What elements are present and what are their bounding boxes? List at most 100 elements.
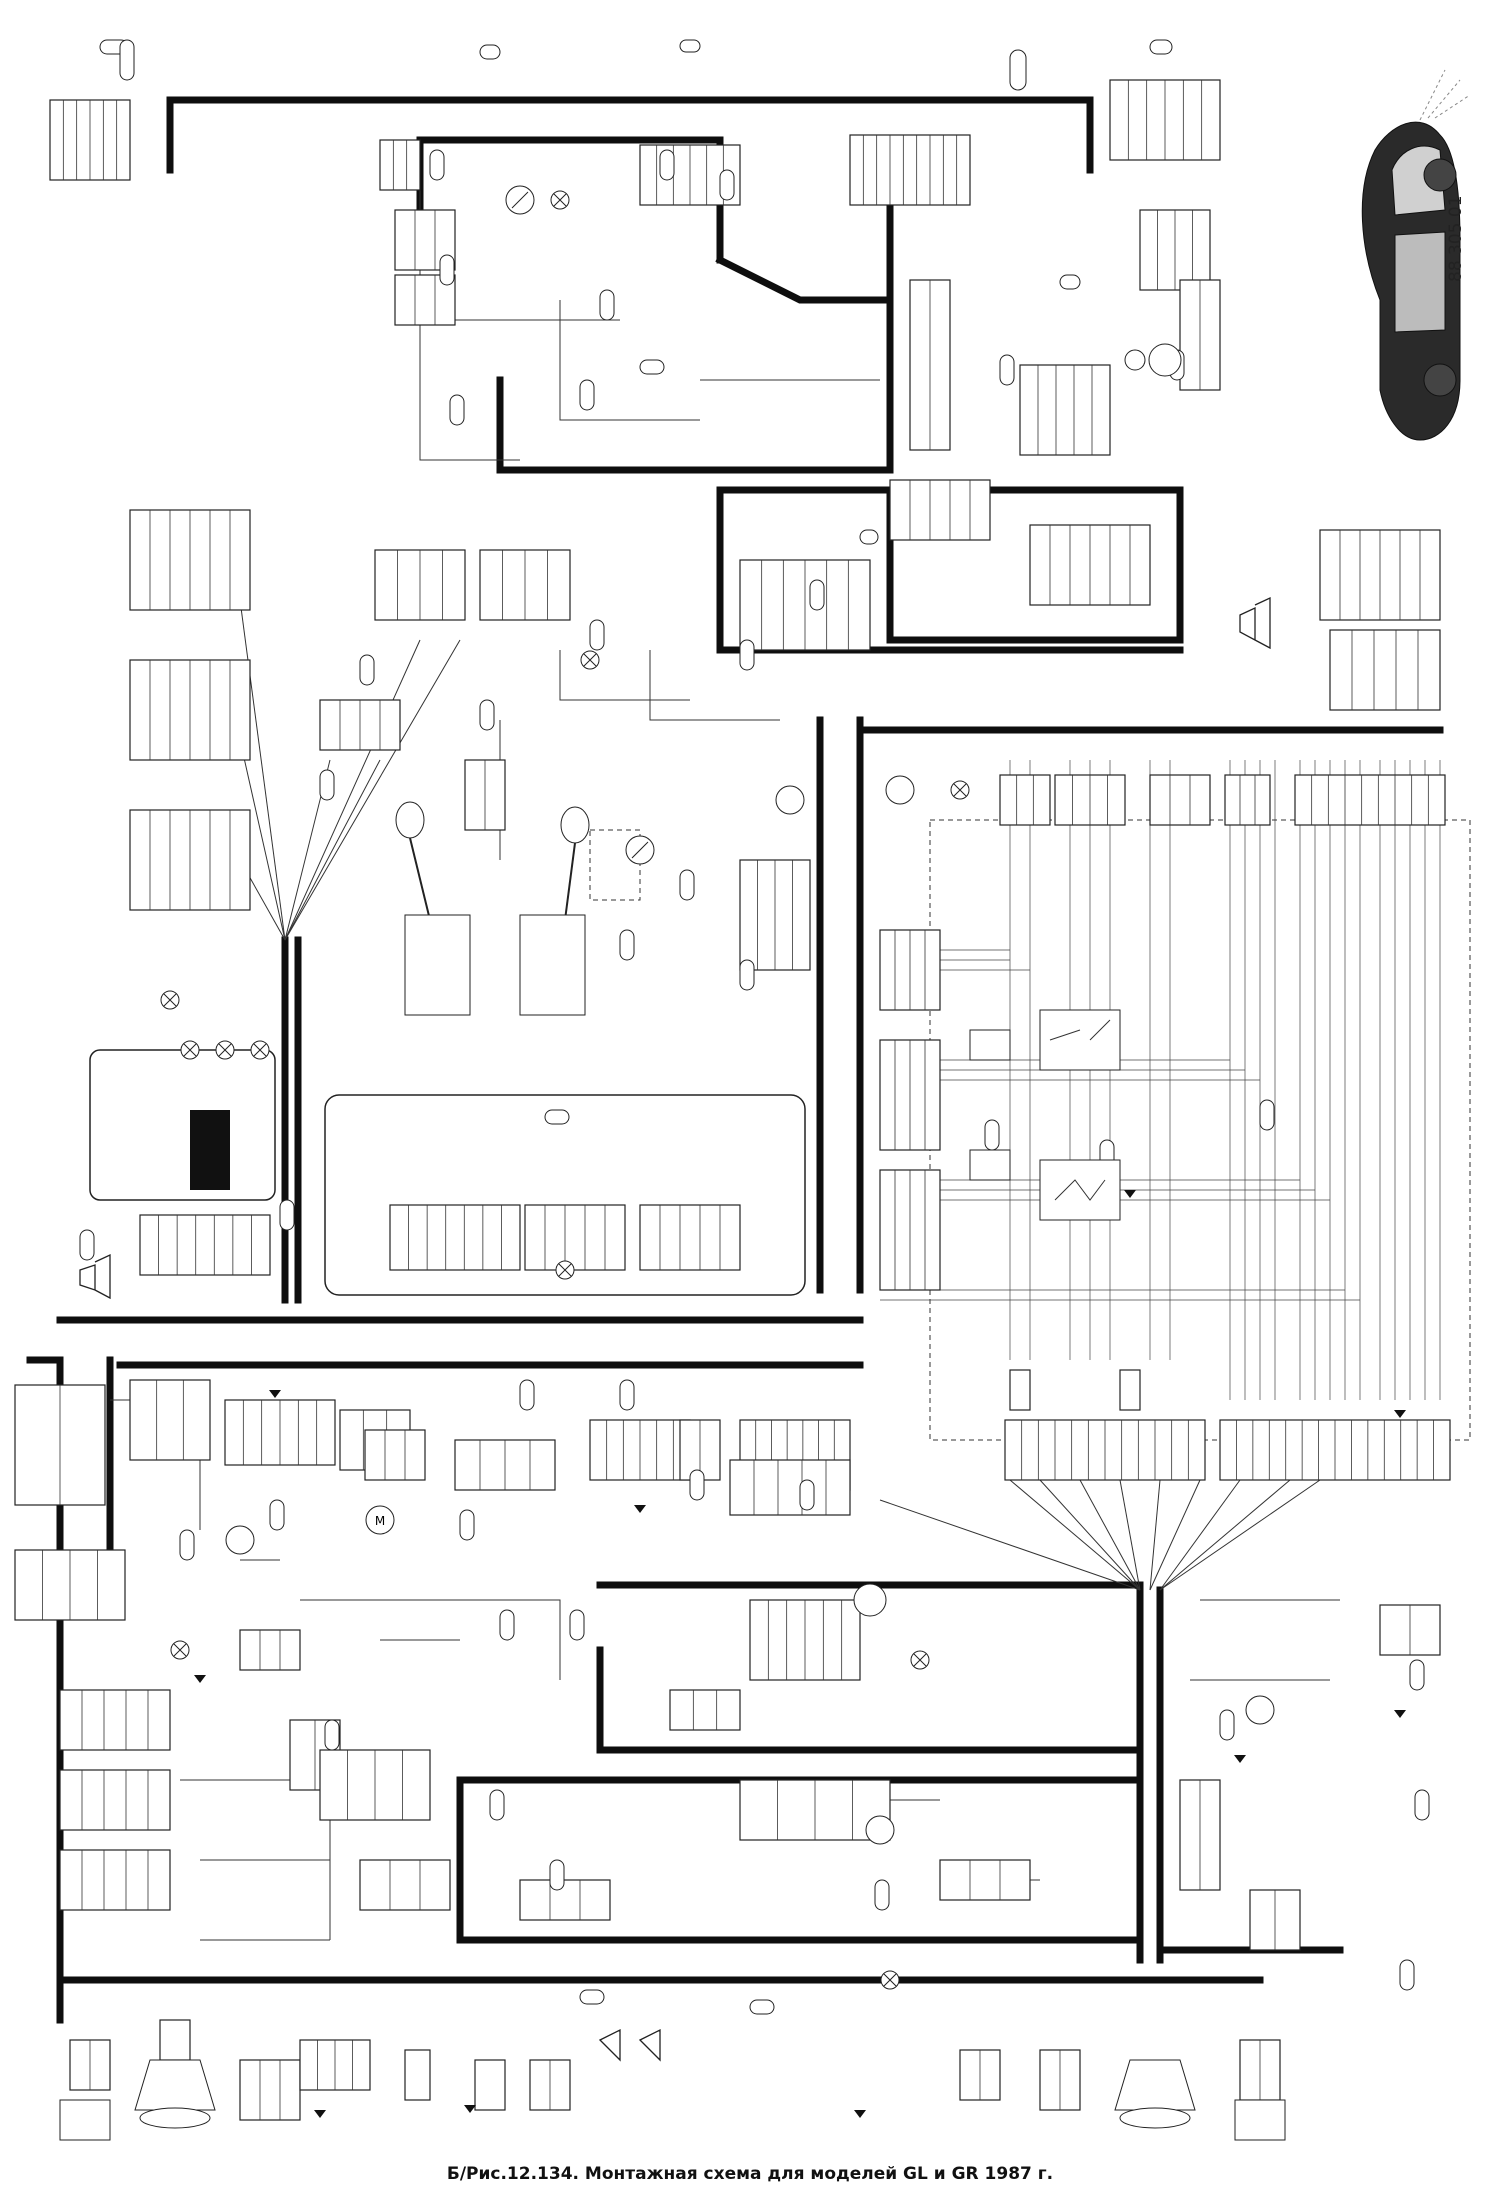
component-label (739, 639, 755, 671)
component-label (1009, 49, 1027, 91)
connector (939, 1859, 1031, 1901)
connector (1379, 1604, 1441, 1656)
component-label (449, 394, 465, 426)
component-label (659, 149, 675, 181)
component-label (179, 1529, 195, 1561)
component-label (799, 1479, 815, 1511)
connector (364, 1429, 426, 1481)
connector (1009, 1369, 1031, 1411)
component-label (589, 619, 605, 651)
connector (319, 699, 401, 751)
main-harness (26, 96, 1444, 2024)
component-label (519, 1379, 535, 1411)
component-label (569, 1609, 585, 1641)
connector (14, 1384, 106, 1506)
connector (849, 134, 971, 206)
ground-icon (1394, 1410, 1406, 1418)
control-unit-boundary (929, 819, 1471, 1441)
figure-caption: Б/Рис.12.134. Монтажная схема для моделе… (446, 2164, 1054, 2184)
component-label (459, 1509, 475, 1541)
connector (1179, 279, 1221, 391)
connector-left-2 (129, 659, 251, 761)
horn-icon (79, 596, 1271, 2062)
component-label (689, 1469, 705, 1501)
component-label (359, 654, 375, 686)
connector (404, 2049, 431, 2101)
wiring-lines (110, 180, 1441, 1941)
connector (379, 139, 421, 191)
connector (454, 1439, 556, 1491)
lamp-icon (180, 1040, 200, 1060)
connector-left-1 (129, 509, 251, 611)
component-label (1414, 1789, 1430, 1821)
connector (359, 1859, 451, 1911)
connector (639, 1204, 741, 1271)
connector (889, 479, 991, 541)
connector (959, 2049, 1001, 2101)
connector (879, 1169, 941, 1291)
component-label (429, 149, 445, 181)
lamp-icon (580, 650, 600, 670)
component-label (679, 39, 701, 53)
component-label (1149, 39, 1173, 55)
connector (239, 2059, 301, 2121)
component-label (639, 359, 665, 375)
lamp-icon (250, 1040, 270, 1060)
component-label (439, 254, 455, 286)
component-label (739, 959, 755, 991)
reference-code: 88 305 01 (1446, 195, 1466, 282)
component-label (1259, 1099, 1275, 1131)
connector (1054, 774, 1126, 826)
connector (1219, 1419, 1451, 1481)
connector (1119, 1369, 1141, 1411)
lamp-icon (215, 1040, 235, 1060)
connector (59, 1769, 171, 1831)
connector (519, 1879, 611, 1921)
connector (59, 1689, 171, 1751)
connector (464, 759, 506, 831)
ground-icon (269, 1390, 281, 1398)
component-label (874, 1879, 890, 1911)
ground-icon (1124, 1190, 1136, 1198)
connector (749, 1599, 861, 1681)
connector (999, 774, 1051, 826)
connector (14, 1549, 126, 1621)
connector (1029, 524, 1151, 606)
component-label (544, 1109, 570, 1125)
connector (739, 559, 871, 651)
connector (69, 2039, 111, 2091)
connector (909, 279, 951, 451)
connector (739, 859, 811, 971)
connector (1149, 774, 1211, 826)
lamp-icon (550, 190, 570, 210)
connector (589, 1419, 691, 1481)
instrument-panel-outline (324, 1094, 806, 1296)
connector (159, 2019, 191, 2061)
connector (1139, 209, 1211, 291)
lamp-icon (880, 1970, 900, 1990)
component-label (119, 39, 135, 81)
component-label (324, 1719, 340, 1751)
headlamp-icons (59, 2059, 1286, 2141)
motor-icon: M (365, 343, 1182, 1617)
component-label (1409, 1659, 1425, 1691)
ground-icon (464, 2105, 476, 2113)
connector (474, 2059, 506, 2111)
lamps (160, 190, 970, 1990)
component-label (1059, 274, 1081, 290)
connector (524, 1204, 626, 1271)
ground-icon (634, 1505, 646, 1513)
component-label (279, 1199, 295, 1231)
ground-icon (854, 2110, 866, 2118)
connector (1004, 1419, 1206, 1481)
connector (1179, 1779, 1221, 1891)
component-label (984, 1119, 1000, 1151)
component-label (79, 1229, 95, 1261)
ground-icon (314, 2110, 326, 2118)
component-label (579, 1989, 605, 2005)
lamp-icon (160, 990, 180, 1010)
connector (319, 1749, 431, 1821)
component-label (269, 1499, 285, 1531)
switch-lever-icon (395, 801, 590, 1016)
connectors (14, 39, 1451, 2121)
